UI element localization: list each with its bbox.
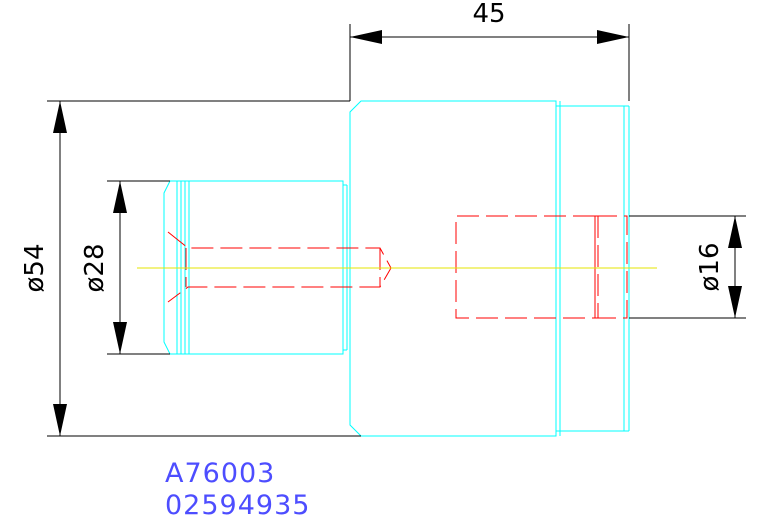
arrow-bore-top: [728, 216, 742, 248]
dim-od-text: ø54: [20, 244, 50, 293]
arrow-left: [350, 30, 382, 44]
dim-pin-text: ø28: [80, 244, 110, 293]
arrow-right: [597, 30, 629, 44]
arrow-bore-bottom: [728, 286, 742, 318]
part-number: A76003: [165, 458, 275, 489]
bore-end: [594, 215, 628, 319]
dim-bore-diameter: ø16: [629, 215, 746, 319]
drill-hole: [167, 231, 392, 303]
arrow-pin-bottom: [113, 322, 127, 354]
arrow-top: [53, 101, 67, 133]
order-number: 02594935: [165, 490, 310, 521]
dim-length-text: 45: [472, 0, 505, 29]
hidden-lines: [167, 215, 628, 319]
dim-outer-diameter: ø54: [20, 100, 361, 437]
bore-outline: [455, 215, 595, 319]
dim-pin-diameter: ø28: [80, 180, 170, 355]
dim-bore-text: ø16: [695, 243, 725, 292]
dim-length: 45: [349, 0, 630, 101]
arrow-bottom: [53, 404, 67, 436]
arrow-pin-top: [113, 181, 127, 213]
